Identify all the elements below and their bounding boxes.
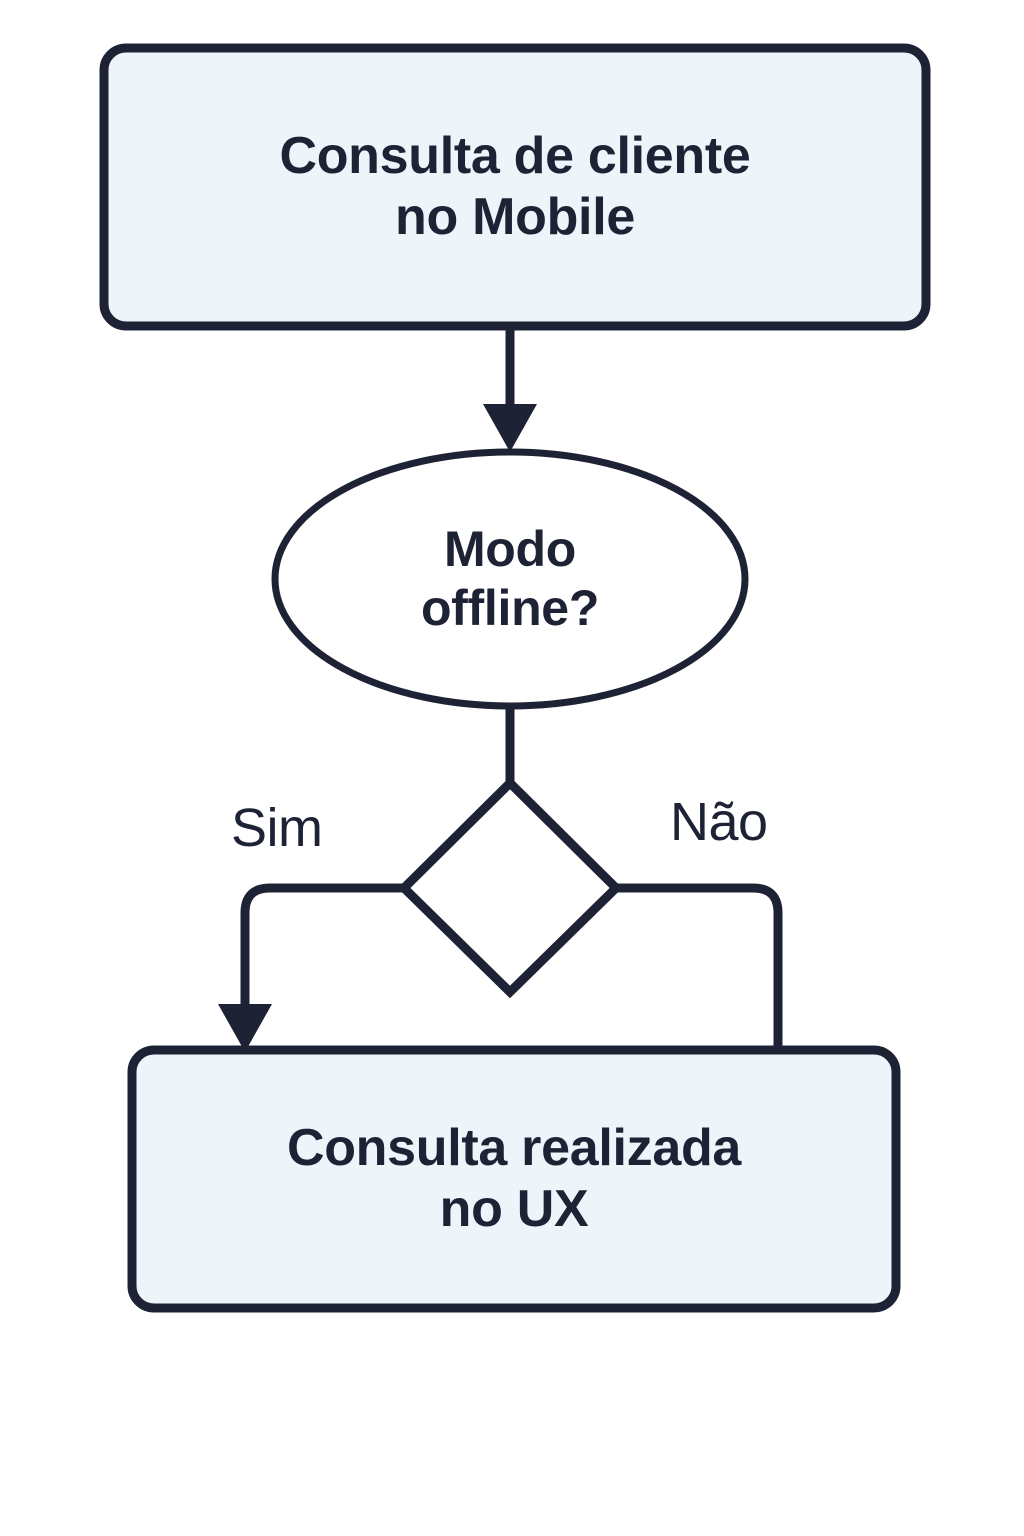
node-decision-offline-shape[interactable] (271, 448, 749, 710)
node-branch-diamond-shape[interactable] (397, 776, 623, 999)
edge-no-path (616, 883, 783, 1052)
edge-label-sim: Sim (231, 798, 323, 858)
edge-yes-path (240, 883, 404, 1030)
edge-label-nao: Não (670, 792, 768, 852)
edge-start-to-decision-arrowhead (483, 404, 537, 452)
node-start-shape[interactable] (99, 43, 931, 331)
edge-yes-arrowhead (218, 1004, 272, 1052)
node-end-shape[interactable] (127, 1045, 901, 1313)
